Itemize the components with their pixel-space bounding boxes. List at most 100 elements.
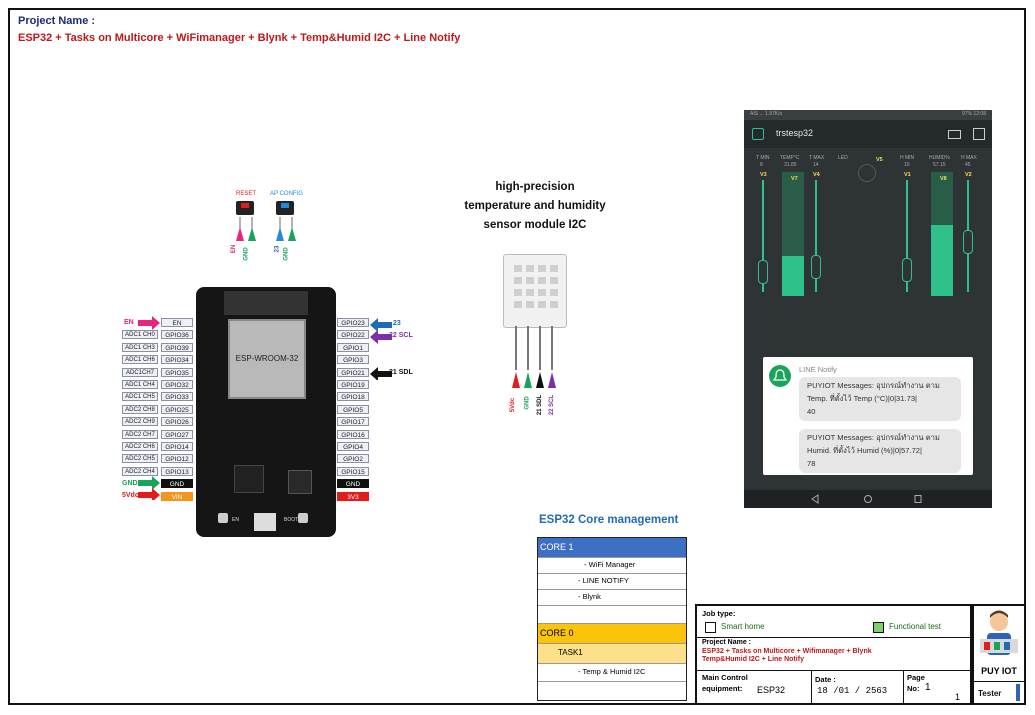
pin-right-gpio23: GPIO23 [337, 318, 369, 327]
pin-right-gpio15: GPIO15 [337, 466, 369, 476]
adc-label: ADC2 CH8 [122, 404, 158, 414]
status-bar: AIS ... 1.97K/s 97% 12:08 [744, 110, 992, 120]
task1-row: TASK1 [538, 644, 686, 664]
sensor-caption-line3: sensor module I2C [483, 219, 587, 231]
msg1-line2: Temp. ที่ตั้งไว้ Temp (°C)|0|31.73| [807, 394, 918, 403]
msg2-line2: Humid. ที่ตั้งไว้ Humid (%)|0|57.72| [807, 446, 923, 455]
core0-row: CORE 0 [538, 624, 686, 644]
pin-right-3v3: 3V3 [337, 491, 369, 501]
boot-button-label: BOOT [284, 517, 299, 523]
sensor-leads [512, 326, 556, 388]
pin-left-gpio12: GPIO12 [161, 454, 193, 464]
slider-track[interactable] [906, 180, 908, 292]
pin-right-gnd: GND [337, 479, 369, 489]
en-button[interactable] [218, 513, 228, 523]
core0-item-1: - Temp & Humid I2C [538, 664, 686, 682]
wire-23-label: 23 [393, 320, 401, 327]
adc-label: ADC2 CH5 [122, 454, 158, 464]
project-label: Project Name : [18, 15, 96, 27]
battery-icon[interactable] [948, 130, 961, 139]
sensor-pin-vdc: 5Vdc [510, 397, 517, 413]
widget-pin: V2 [965, 172, 972, 178]
adc-label: ADC2 CH9 [122, 417, 158, 427]
slider-knob[interactable] [758, 260, 768, 284]
sensor-grille [514, 265, 558, 308]
back-icon[interactable] [752, 128, 764, 140]
core1-item-1-text: WiFi Manager [588, 560, 636, 569]
msg1-line1: PUYIOT Messages: อุปกรณ์ทำงาน ตาม [807, 381, 940, 390]
pin-right-gpio16: GPIO16 [337, 429, 369, 439]
nav-home-icon[interactable] [864, 495, 872, 503]
level-bar-fill [782, 256, 804, 296]
pin-left-gpio36: GPIO36 [161, 330, 193, 340]
msg1-line3: 40 [807, 407, 816, 416]
widget-label: T MIN [756, 155, 770, 161]
core1-item-2: - LINE NOTIFY [538, 574, 686, 590]
slider-knob[interactable] [963, 230, 973, 254]
pin-left-gpio14: GPIO14 [161, 442, 193, 451]
tb-project-line2: Temp&Humid I2C + Line Notify [702, 656, 804, 663]
bell-icon [769, 365, 791, 387]
nav-recent-icon[interactable] [914, 495, 922, 503]
sensor-caption: high-precision temperature and humidity … [460, 178, 610, 235]
core1-item-3: - Blynk [538, 590, 686, 606]
tester-label: Tester [978, 689, 1002, 698]
pin-right-gpio19: GPIO19 [337, 380, 369, 389]
app-bar: trstesp32 [744, 120, 992, 148]
status-right: 97% 12:08 [962, 111, 986, 117]
pin-right-gpio21: GPIO21 [337, 367, 369, 377]
adc-label: ADC1CH7 [122, 367, 158, 377]
tester-avatar [980, 610, 1018, 655]
slider-knob[interactable] [902, 258, 912, 282]
tb-divider-2 [697, 670, 970, 671]
dht-sensor [503, 254, 567, 328]
adc-label: ADC1 CH0 [122, 330, 158, 340]
core1-blank [538, 606, 686, 624]
title-block: Job type: Smart home Functional test Pro… [695, 604, 972, 705]
adc-label: ADC1 CH5 [122, 392, 158, 402]
widget-pin: V7 [791, 176, 798, 182]
usb-chip [288, 470, 312, 494]
en-button-label: EN [232, 517, 239, 523]
functional-test-checkbox[interactable] [873, 622, 884, 633]
core0-item-1-text: Temp & Humid I2C [582, 667, 646, 676]
widget-value: 31.85 [784, 162, 797, 168]
tb-divider-1 [697, 637, 970, 638]
tb-main-control-2: equipment: [702, 684, 743, 693]
slider-knob[interactable] [811, 255, 821, 279]
notify-message-2: PUYIOT Messages: อุปกรณ์ทำงาน ตาม Humid.… [799, 429, 961, 473]
slider-track[interactable] [762, 180, 764, 292]
antenna [224, 291, 308, 315]
wire-gnd-label: GND [122, 480, 138, 487]
pin-left-gpio32: GPIO32 [161, 380, 193, 389]
ap-config-label: AP CONFIG [270, 191, 303, 197]
boot-button[interactable] [298, 513, 308, 523]
smart-home-checkbox[interactable] [705, 622, 716, 633]
page-frame [8, 8, 1026, 705]
nav-bar [744, 490, 992, 508]
core1-item-2-text: LINE NOTIFY [582, 576, 629, 585]
edit-icon[interactable] [973, 128, 985, 140]
nav-back-icon[interactable] [811, 494, 819, 504]
ap-config-button[interactable] [276, 201, 294, 215]
status-left: AIS ... 1.97K/s [750, 111, 782, 117]
pin-right-gpio4: GPIO4 [337, 442, 369, 451]
functional-test-label: Functional test [889, 622, 942, 631]
adc-label: ADC1 CH3 [122, 342, 158, 352]
wroom-module: ESP-WROOM-32 [228, 319, 306, 399]
notify-message-1: PUYIOT Messages: อุปกรณ์ทำงาน ตาม Temp. … [799, 377, 961, 421]
level-bar [782, 172, 804, 296]
reset-button[interactable] [236, 201, 254, 215]
widget-label: HUMID% [929, 155, 950, 161]
pin-right-gpio18: GPIO18 [337, 392, 369, 402]
adc-label: ADC1 CH6 [122, 355, 158, 365]
sensor-caption-line2: temperature and humidity [464, 200, 606, 212]
tb-vline-1 [811, 670, 812, 703]
led-indicator [858, 164, 876, 182]
slider-track[interactable] [815, 180, 817, 292]
widget-pin: V8 [940, 176, 947, 182]
tb-equipment: ESP32 [757, 685, 786, 695]
tb-page-no: 1 [925, 682, 931, 693]
job-type-label: Job type: [702, 609, 736, 618]
pin-right-gpio17: GPIO17 [337, 417, 369, 427]
